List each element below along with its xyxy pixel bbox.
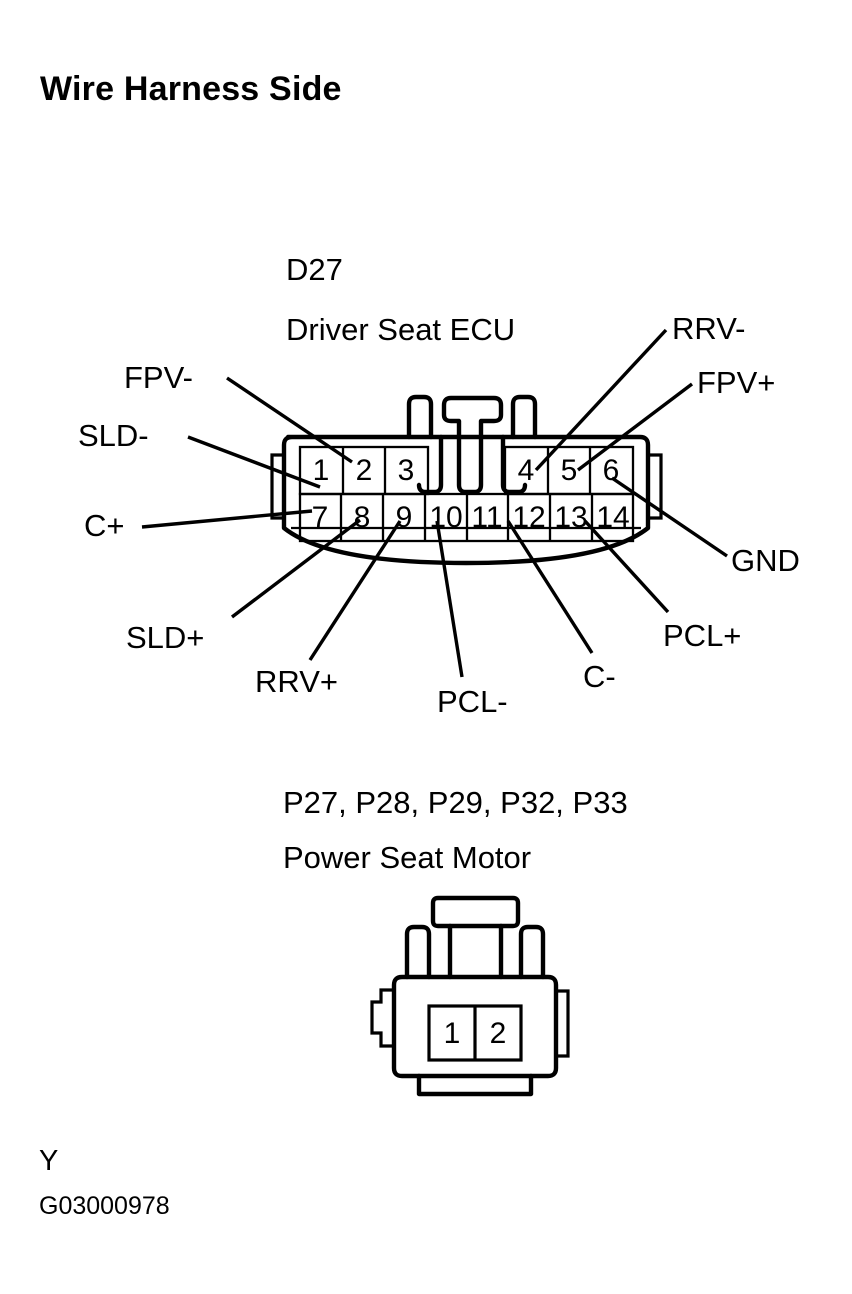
connector-d27-code: D27 — [286, 252, 343, 287]
pin-label-sld-plus: SLD+ — [126, 620, 205, 655]
pin-number-9: 9 — [396, 501, 413, 534]
connector-p-codes: P27, P28, P29, P32, P33 — [283, 785, 628, 820]
page-title: Wire Harness Side — [40, 70, 342, 108]
leader-fpv-plus — [576, 382, 694, 472]
leader-c-plus — [141, 509, 313, 529]
leader-pcl-minus — [435, 520, 464, 678]
pin-number-2: 2 — [356, 454, 373, 487]
pin-label-c-plus: C+ — [84, 508, 125, 543]
motor-pin-number-2: 2 — [490, 1017, 507, 1050]
pin-label-gnd: GND — [731, 543, 800, 578]
pin-label-rrv-plus: RRV+ — [255, 664, 338, 699]
figure-letter: Y — [39, 1145, 59, 1177]
pin-number-4: 4 — [518, 454, 535, 487]
pin-number-1: 1 — [313, 454, 330, 487]
leader-sld-minus — [187, 435, 321, 489]
connector-d27-pin-numbers-bottom: 7 8 9 10 11 12 13 14 — [312, 501, 630, 534]
leader-c-minus — [506, 520, 594, 654]
connector-d27-pin-numbers-top: 1 2 3 4 5 6 — [313, 454, 620, 487]
pin-number-7: 7 — [312, 501, 329, 534]
connector-power-seat-motor-drawing: 1 2 — [370, 895, 570, 1097]
pin-label-fpv-minus: FPV- — [124, 360, 193, 395]
connector-d27-pin-grid — [298, 445, 635, 543]
pin-label-pcl-minus: PCL- — [437, 684, 508, 719]
pin-number-12: 12 — [512, 501, 545, 534]
pin-label-c-minus: C- — [583, 659, 616, 694]
connector-p-description: Power Seat Motor — [283, 840, 532, 875]
pin-number-14: 14 — [596, 501, 629, 534]
figure-id: G03000978 — [39, 1192, 170, 1220]
pin-label-rrv-minus: RRV- — [672, 311, 746, 346]
leader-sld-plus — [230, 518, 362, 619]
pin-number-13: 13 — [554, 501, 587, 534]
connector-top-latches — [406, 394, 538, 495]
pin-number-8: 8 — [354, 501, 371, 534]
pin-label-sld-minus: SLD- — [78, 418, 149, 453]
pin-number-5: 5 — [561, 454, 578, 487]
pin-number-6: 6 — [603, 454, 620, 487]
pin-number-10: 10 — [429, 501, 462, 534]
leader-gnd — [611, 476, 728, 558]
leader-pcl-plus — [583, 519, 670, 614]
motor-pin-number-1: 1 — [444, 1017, 461, 1050]
pin-label-pcl-plus: PCL+ — [663, 618, 742, 653]
connector-d27-description: Driver Seat ECU — [286, 312, 516, 347]
pin-label-fpv-plus: FPV+ — [697, 365, 776, 400]
pin-number-11: 11 — [471, 501, 502, 534]
pin-number-3: 3 — [398, 454, 415, 487]
leader-fpv-minus — [226, 376, 353, 464]
leader-rrv-plus — [308, 520, 402, 661]
